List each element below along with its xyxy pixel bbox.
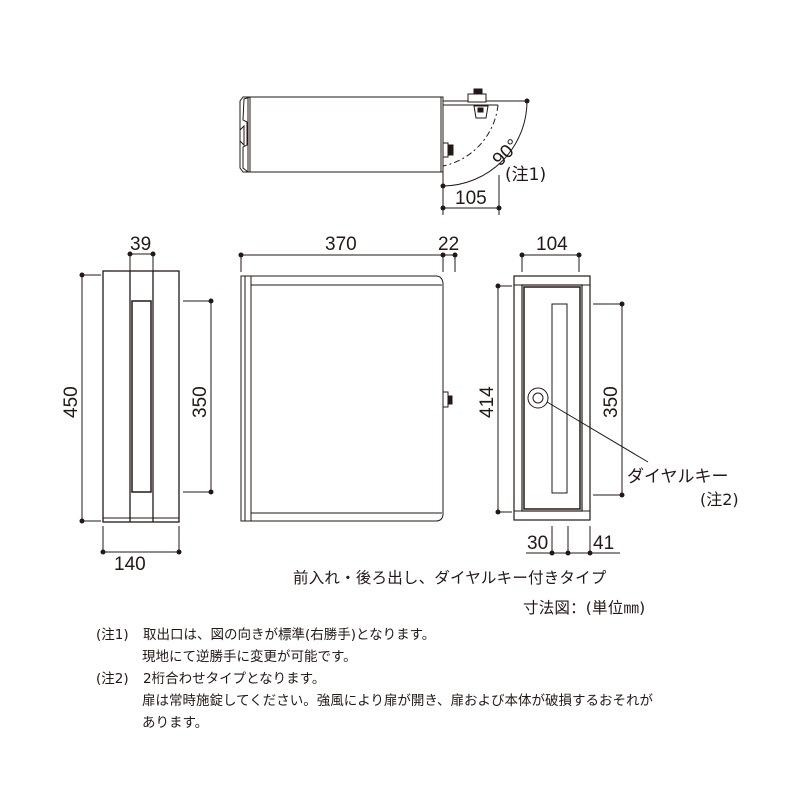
top-view (239, 88, 528, 215)
dim-back-width: 104 (536, 234, 568, 255)
note-1-line-2: 現地にて逆勝手に変更が可能です。 (142, 649, 357, 665)
note-ref-1: (注1) (505, 165, 546, 185)
back-view (497, 254, 649, 554)
dim-right: 41 (593, 533, 614, 554)
dim-back-height: 414 (477, 386, 498, 418)
dim-swing: 105 (455, 188, 487, 209)
front-view (240, 254, 456, 522)
drawing-title: 前入れ・後ろ出し、ダイヤルキー付きタイプ (293, 569, 607, 587)
dim-slot-width: 39 (130, 234, 151, 255)
dim-left: 30 (527, 533, 548, 554)
note-2-line-2: 扉は常時施錠してください。強風により扉が開き、扉および本体が破損するおそれが (142, 693, 653, 709)
dim-slot-height: 350 (190, 386, 211, 418)
note-2-line-3: あります。 (142, 715, 209, 731)
note-1-line-1: 取出口は、図の向きが標準(右勝手)となります。 (143, 627, 436, 643)
dial-key-note: (注2) (700, 490, 739, 509)
note-2-line-1: 2桁合わせタイプとなります。 (143, 671, 326, 687)
note-2-label: (注2) (96, 671, 129, 687)
dim-height: 450 (61, 386, 82, 418)
dim-knob: 22 (438, 234, 459, 255)
note-1-label: (注1) (96, 627, 129, 643)
side-view (81, 253, 212, 553)
dim-width: 370 (325, 234, 357, 255)
unit-label: 寸法図：(単位㎜) (523, 599, 646, 617)
dial-key-label: ダイヤルキー (627, 467, 729, 487)
dim-depth: 140 (114, 554, 146, 575)
dim-back-slot-height: 350 (601, 386, 622, 418)
